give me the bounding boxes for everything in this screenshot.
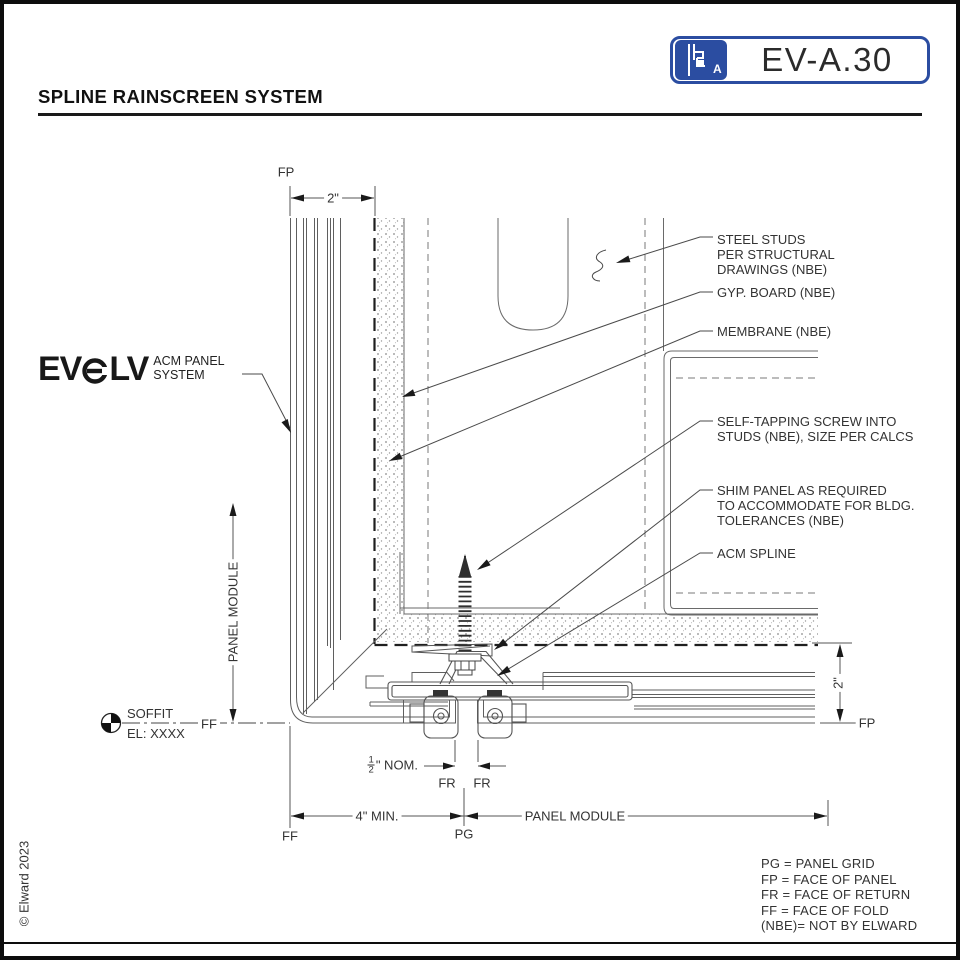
leader-arrowheads <box>281 255 631 676</box>
marker-ff-mid: FF <box>198 716 220 732</box>
panel-miter-line <box>302 628 388 714</box>
callout-steel-studs-line3: DRAWINGS (NBE) <box>717 262 828 277</box>
legend-fr: FR = FACE OF RETURN <box>761 887 911 903</box>
drawing-number-badge: A EV-A.30 <box>670 36 930 84</box>
evolv-o-icon <box>82 358 109 384</box>
datum-elevation-label: EL: XXXX <box>127 726 185 741</box>
self-tapping-screw <box>448 554 482 676</box>
membrane-line <box>373 218 818 647</box>
callout-shim-line1: SHIM PANEL AS REQUIRED <box>717 483 887 498</box>
copyright-text: © Elward 2023 <box>16 840 32 927</box>
dim-nom-suffix: " NOM. <box>375 757 418 773</box>
dim-top-2in: 2" <box>324 190 342 206</box>
marker-pg: PG <box>451 826 477 842</box>
dimension-arrowheads <box>229 194 844 820</box>
gyp-board-line <box>399 552 560 614</box>
fraction-denominator: 2 <box>368 764 374 776</box>
panel-hooks <box>365 672 455 707</box>
stud-slot <box>497 218 569 331</box>
legend-nbe: (NBE)= NOT BY ELWARD <box>761 918 918 934</box>
steel-stud-lines <box>427 218 664 643</box>
soffit-datum <box>100 712 290 734</box>
callout-leaders <box>242 236 713 675</box>
legend-ff: FF = FACE OF FOLD <box>761 902 889 918</box>
stud-squiggle <box>591 249 607 282</box>
datum-soffit-label: SOFFIT <box>127 706 174 721</box>
legend-pg: PG = PANEL GRID <box>761 856 875 871</box>
abbreviation-legend: PG = PANEL GRID FP = FACE OF PANEL FR = … <box>761 856 917 934</box>
callout-steel-studs-line2: PER STRUCTURAL <box>717 247 835 262</box>
callout-membrane: MEMBRANE (NBE) <box>717 324 832 339</box>
marker-fp-right: FP <box>855 715 879 731</box>
badge-icon-letter: A <box>713 62 722 76</box>
bottom-rule <box>4 942 956 944</box>
callout-shim-line3: TOLERANCES (NBE) <box>717 513 844 528</box>
logo-word-left: EV <box>38 350 82 388</box>
callout-shim-line2: TO ACCOMMODATE FOR BLDG. <box>717 498 915 513</box>
dim-half-nom: 1 2 " NOM. <box>364 754 421 776</box>
logo-word: EV LV <box>38 350 149 388</box>
callout-acm-spline: ACM SPLINE <box>717 546 796 561</box>
detail-glyph-icon: A <box>688 44 722 76</box>
marker-ff-bottom: FF <box>279 828 301 844</box>
marker-fr-right: FR <box>470 775 494 791</box>
callout-steel-studs: STEEL STUDS PER STRUCTURAL DRAWINGS (NBE… <box>717 232 835 277</box>
half-fraction: 1 2 <box>367 754 375 776</box>
callout-gyp-board: GYP. BOARD (NBE) <box>717 285 836 300</box>
acm-panel-right <box>477 672 815 724</box>
callout-steel-studs-line1: STEEL STUDS <box>717 232 806 247</box>
dim-panel-module-vert: PANEL MODULE <box>225 558 241 666</box>
legend-fp: FP = FACE OF PANEL <box>761 871 897 887</box>
title-underline <box>38 113 922 116</box>
dim-panel-module-horiz: PANEL MODULE <box>521 808 629 824</box>
dim-4in-min: 4" MIN. <box>352 808 402 824</box>
callout-shim: SHIM PANEL AS REQUIRED TO ACCOMMODATE FO… <box>717 483 914 528</box>
callout-screw: SELF-TAPPING SCREW INTO STUDS (NBE), SIZ… <box>717 414 913 444</box>
callout-screw-line2: STUDS (NBE), SIZE PER CALCS <box>717 429 914 444</box>
page-title: SPLINE RAINSCREEN SYSTEM <box>38 86 324 107</box>
stud-track <box>663 350 818 616</box>
logo-tagline-line2: SYSTEM <box>153 367 205 382</box>
dim-right-2in: 2" <box>830 674 846 692</box>
evolv-logo: EV LV ACM PANEL SYSTEM <box>38 352 225 386</box>
logo-word-right: LV <box>109 350 149 388</box>
panel-clips <box>409 690 527 739</box>
acm-panel-left <box>290 218 456 724</box>
acm-spline-bar <box>387 681 633 701</box>
callout-screw-line1: SELF-TAPPING SCREW INTO <box>717 414 897 429</box>
logo-tagline: ACM PANEL SYSTEM <box>153 354 225 382</box>
fraction-numerator: 1 <box>367 754 375 766</box>
logo-tagline-line1: ACM PANEL <box>153 354 225 368</box>
panel-joint-gap <box>449 700 456 723</box>
drawing-number: EV-A.30 <box>761 41 893 78</box>
elward-detail-icon: A <box>675 40 727 80</box>
sheathing-stipple <box>377 218 818 642</box>
marker-fr-left: FR <box>435 775 459 791</box>
marker-fp-top: FP <box>274 164 298 180</box>
